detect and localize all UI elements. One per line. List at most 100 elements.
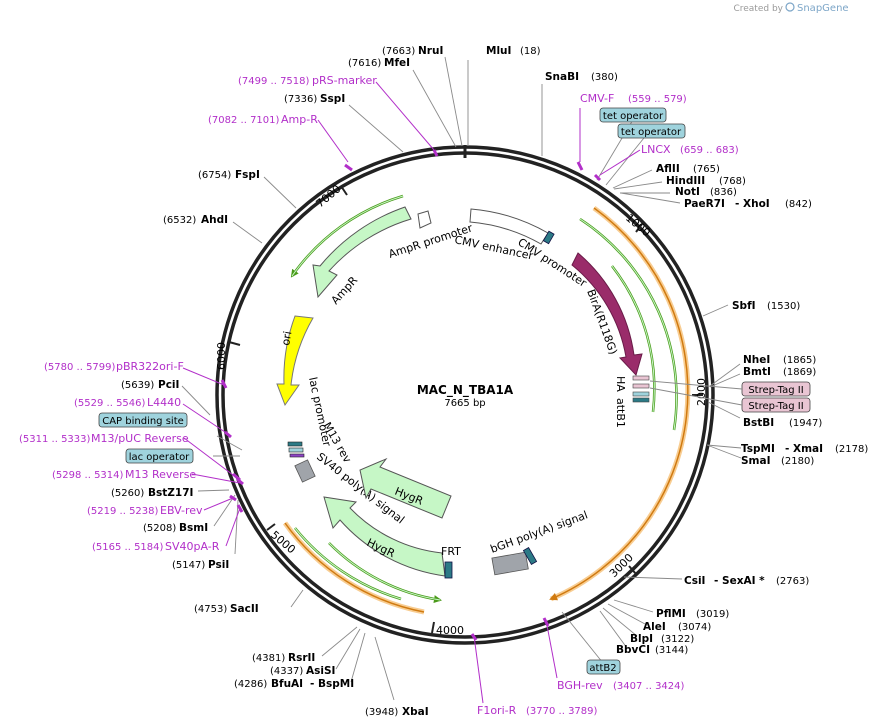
box-tet-operator-1[interactable]: tet operator [599,107,667,123]
site-sbfi-name: SbfI [732,300,756,312]
primer-m13puc-name: M13/pUC Reverse [91,432,189,445]
site-alei[interactable]: AleI (3074) [643,621,711,633]
site-csii[interactable]: CsiI - SexAI * (2763) [684,575,809,587]
site-csii-pos: (2763) [776,576,809,587]
box-strep-tag-2[interactable]: Strep-Tag II [741,397,811,413]
site-csii-name: CsiI [684,575,705,587]
ha-label: HA [614,376,627,392]
primer-pbr322ori-f[interactable]: (5780 .. 5799) pBR322ori-F [44,360,184,373]
feature-bira: BirA(R118G) [571,252,643,376]
primer-m13-reverse[interactable]: (5298 .. 5314) M13 Reverse [52,468,196,481]
site-bstbi-name: BstBI [743,417,774,429]
site-bsmi-pos: (5208) [143,523,176,534]
site-hindiii[interactable]: HindIII (768) [666,175,746,187]
primer-amp-r[interactable]: (7082 .. 7101) Amp-R [208,113,318,126]
feature-bgh: bGH poly(A) signal [489,508,590,576]
strep2-label: Strep-Tag II [748,401,803,412]
site-nrui-name: NruI [418,45,443,57]
site-bmti-name: BmtI [743,366,771,378]
site-asisi-name: AsiSI [306,665,335,677]
site-nrui[interactable]: (7663) NruI [382,45,443,57]
tet2-label: tet operator [621,127,682,138]
site-sspi-pos: (7336) [284,94,317,105]
site-fspi[interactable]: (6754) FspI [198,169,260,181]
site-bstbi[interactable]: BstBI (1947) [743,417,822,429]
site-bstz17i[interactable]: (5260) BstZ17I [111,487,193,499]
site-smai[interactable]: SmaI (2180) [741,455,814,467]
site-aflii[interactable]: AflII (765) [656,163,720,175]
primer-f1ori-r[interactable]: F1ori-R (3770 .. 3789) [477,704,598,717]
site-ahdi-name: AhdI [201,214,228,226]
site-mfei-name: MfeI [384,57,410,69]
primer-l4440-name: L4440 [147,396,181,409]
tick-2000: 2000 [695,378,708,406]
primer-sv40pa-r[interactable]: (5165 .. 5184) SV40pA-R [92,540,220,553]
feature-ori: ori [276,315,314,407]
site-bstz17i-name: BstZ17I [148,487,193,499]
orange-lines [282,205,691,615]
primer-lncx[interactable]: LNCX (659 .. 683) [641,143,739,156]
site-snabi-pos: (380) [591,72,618,83]
site-mlui[interactable]: MluI (18) [486,45,541,57]
site-sspi[interactable]: (7336) SspI [284,93,345,105]
site-bsmi[interactable]: (5208) BsmI [143,522,208,534]
feature-cmv-enhancer: CMV enhancer CMV promoter [453,208,589,290]
box-tet-operator-2[interactable]: tet operator [617,123,686,139]
orf-lines [290,194,678,604]
site-snabi[interactable]: SnaBI (380) [545,71,618,83]
primer-bgh-rev[interactable]: BGH-rev (3407 .. 3424) [557,679,685,692]
lacop-label: lac operator [129,452,190,463]
site-bmti[interactable]: BmtI (1869) [743,366,816,378]
box-lac-operator[interactable]: lac operator [125,448,194,464]
site-ahdi[interactable]: (6532) AhdI [163,214,228,226]
primer-cmv-f[interactable]: CMV-F (559 .. 579) [580,92,687,105]
primer-ebv-name: EBV-rev [160,504,203,517]
site-pcii-pos: (5639) [121,380,154,391]
site-noti-name: NotI [675,186,700,198]
primer-ebv-rev[interactable]: (5219 .. 5238) EBV-rev [87,504,203,517]
site-mfei[interactable]: (7616) MfeI [348,57,410,69]
bgh-label: bGH poly(A) signal [489,508,590,555]
primer-cmvf-name: CMV-F [580,92,614,105]
site-bstbi-pos: (1947) [789,418,822,429]
site-xbai[interactable]: (3948) XbaI [365,706,429,718]
site-tspmi[interactable]: TspMI - XmaI (2178) [741,443,868,455]
site-bfuai[interactable]: (4286) BfuAI - BspMI [234,678,354,690]
site-fspi-pos: (6754) [198,170,231,181]
site-pflmi-pos: (3019) [696,609,729,620]
site-pcii[interactable]: (5639) PciI [121,379,179,391]
site-tspmi-name: TspMI [741,443,775,455]
site-xhoi-name: - XhoI [735,198,770,210]
ori-label: ori [279,330,294,346]
primer-l4440[interactable]: (5529 .. 5546) L4440 [74,396,181,409]
site-paer7i[interactable]: PaeR7I - XhoI (842) [684,198,812,210]
site-pflmi-name: PflMI [656,608,686,620]
site-bbvci[interactable]: BbvCI (3144) [616,644,688,656]
site-asisi[interactable]: (4337) AsiSI [270,665,335,677]
site-blpi-name: BlpI [630,633,653,645]
primer-prs-marker[interactable]: (7499 .. 7518) pRS-marker [238,74,377,87]
attb2-label: attB2 [589,663,616,674]
site-blpi[interactable]: BlpI (3122) [630,633,694,645]
site-bbvci-pos: (3144) [655,645,688,656]
site-tspmi-pos: (2178) [835,444,868,455]
box-strep-tag-1[interactable]: Strep-Tag II [741,381,811,397]
primer-m13-puc-reverse[interactable]: (5311 .. 5333) M13/pUC Reverse [19,432,189,445]
site-sacii[interactable]: (4753) SacII [194,603,259,615]
box-cap-binding-site[interactable]: CAP binding site [98,412,188,428]
site-hindiii-name: HindIII [666,175,705,187]
box-attb2[interactable]: attB2 [586,659,621,675]
primer-m13puc-range: (5311 .. 5333) [19,434,91,445]
site-psii[interactable]: (5147) PsiI [172,559,229,571]
site-pflmi[interactable]: PflMI (3019) [656,608,729,620]
site-noti[interactable]: NotI (836) [675,186,737,198]
primer-bgh-range: (3407 .. 3424) [613,681,685,692]
site-xbai-name: XbaI [402,706,429,718]
site-blpi-pos: (3122) [661,634,694,645]
site-nhei[interactable]: NheI (1865) [743,354,816,366]
site-psii-name: PsiI [208,559,229,571]
cap-label: CAP binding site [102,416,184,427]
site-rsrii[interactable]: (4381) RsrII [252,652,315,664]
site-rsrii-name: RsrII [288,652,315,664]
site-sbfi[interactable]: SbfI (1530) [732,300,800,312]
